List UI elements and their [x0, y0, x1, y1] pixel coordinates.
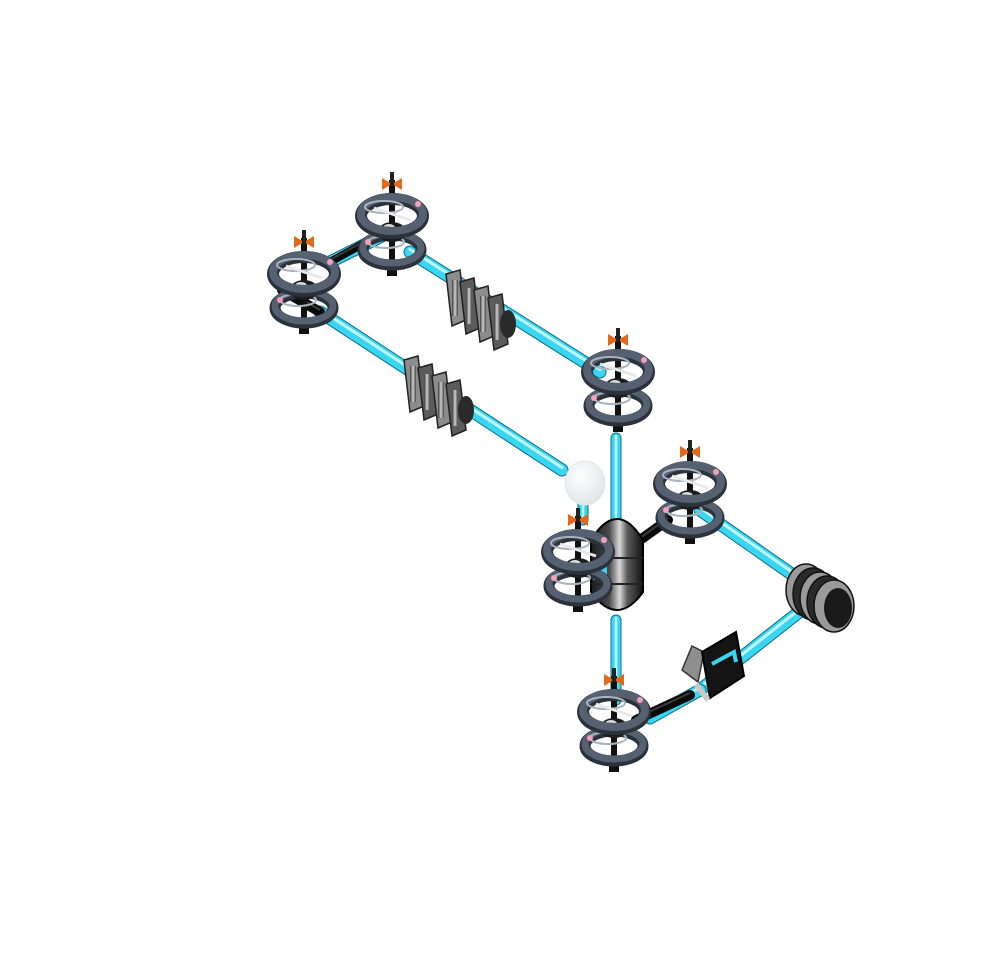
ring-mount-4 [653, 440, 727, 544]
beam-segment-top-long [403, 245, 607, 379]
bracket-plate [681, 630, 746, 702]
bellows-module-lower [403, 355, 474, 438]
components [267, 172, 855, 772]
translucent-sphere [564, 460, 606, 506]
ring-mount-3 [581, 328, 655, 432]
ring-mount-1 [267, 230, 341, 334]
ring-mount-5 [541, 508, 615, 612]
ring-mount-2 [355, 172, 429, 276]
bellows-module-upper [445, 269, 516, 352]
cylinder-stack [785, 563, 855, 633]
ring-mount-6 [577, 668, 651, 772]
